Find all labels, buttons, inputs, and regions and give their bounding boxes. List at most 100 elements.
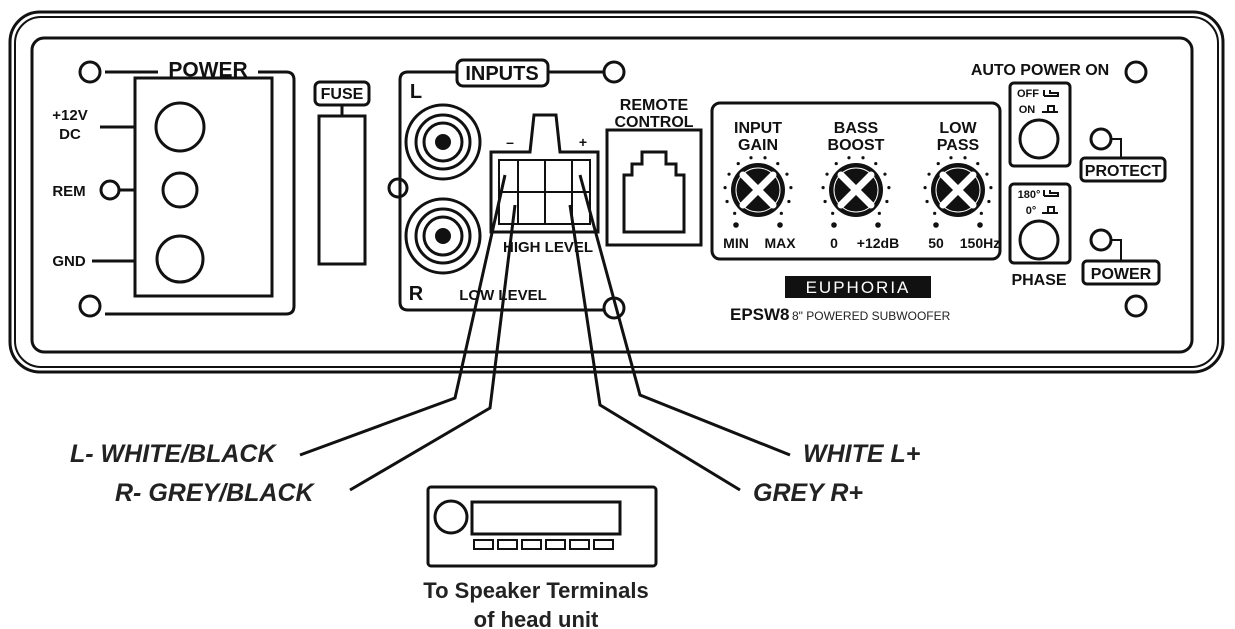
label-minus: – — [506, 134, 514, 150]
mounting-screw-icon — [602, 60, 626, 84]
knob-tick — [985, 172, 989, 176]
knob-tick — [933, 211, 937, 215]
knob-tick — [923, 186, 927, 190]
wire-label-l-plus: WHITE L+ — [803, 440, 921, 468]
knob-min-label: 50 — [928, 235, 944, 251]
input-screw-icon — [387, 177, 409, 199]
knob-tick — [927, 172, 931, 176]
knob-tick — [763, 156, 767, 160]
caption-line-1: To Speaker Terminals — [423, 578, 648, 603]
knob-tick — [989, 186, 993, 190]
knob-title-line2: BOOST — [828, 137, 885, 154]
remote-label-1: REMOTE — [620, 97, 689, 114]
knob-tick — [925, 199, 929, 204]
wire-label-r-plus: GREY R+ — [753, 479, 863, 507]
protect-label: PROTECT — [1085, 163, 1162, 180]
remote-label-2: CONTROL — [614, 114, 693, 131]
label-right: R — [409, 283, 424, 305]
fuse-icon — [317, 114, 367, 266]
knob-tick — [821, 186, 825, 190]
brand-block: EUPHORIA EPSW8 8" POWERED SUBWOOFER — [730, 276, 951, 324]
mounting-screw-icon — [78, 294, 102, 318]
power-section-title: POWER — [168, 59, 247, 82]
switch-section: AUTO POWER ON OFF ON 180° 0° PHASE PROTE… — [971, 60, 1167, 318]
auto-on-label: ON — [1019, 104, 1036, 116]
knob-title-line2: PASS — [937, 137, 980, 154]
knob-cross — [837, 171, 875, 209]
knob-tick — [874, 161, 878, 166]
label-rem: REM — [52, 183, 85, 200]
wire-label-r-minus: R- GREY/BLACK — [115, 479, 316, 507]
knob-max-label: MAX — [764, 235, 796, 251]
auto-off-label: OFF — [1017, 88, 1039, 100]
switch-0-icon — [1042, 206, 1058, 214]
knob-tick — [723, 186, 727, 190]
head-unit-icon — [426, 485, 658, 568]
inputs-title: INPUTS — [465, 63, 538, 85]
protect-led-icon — [1089, 127, 1113, 151]
label-left: L — [410, 81, 422, 103]
knob-tick — [787, 199, 791, 204]
remote-control-port: REMOTE CONTROL — [605, 97, 703, 247]
rca-right-icon — [404, 197, 482, 275]
knob-title-line1: INPUT — [734, 120, 782, 137]
knob-ring — [935, 167, 981, 213]
rem-led-icon — [99, 179, 121, 201]
knob-tick — [776, 161, 780, 166]
high-level-wires — [299, 174, 791, 492]
phase-180-label: 180° — [1018, 189, 1041, 201]
knob-min-dot — [933, 222, 939, 228]
knob-min-dot — [733, 222, 739, 228]
power-led-icon — [1089, 228, 1113, 252]
knob-tick — [831, 211, 835, 215]
knob-tick — [936, 161, 940, 166]
knob-tick — [877, 211, 881, 215]
knob-tick — [749, 156, 753, 160]
terminal-12v-icon — [154, 101, 206, 153]
knob-tick — [963, 156, 967, 160]
label-plus: + — [579, 134, 587, 150]
model-description: 8" POWERED SUBWOOFER — [792, 309, 951, 323]
label-12v: +12V — [52, 107, 87, 124]
knob-max-dot — [875, 222, 881, 228]
fuse-label: FUSE — [321, 86, 364, 103]
wire-r-plus — [568, 204, 741, 492]
power-led-label: POWER — [1091, 266, 1152, 283]
knob-tick — [949, 156, 953, 160]
fuse-holder: FUSE — [313, 80, 371, 266]
auto-power-on-label: AUTO POWER ON — [971, 62, 1109, 79]
knob-tick — [885, 199, 889, 204]
high-level-connector-icon — [489, 113, 600, 234]
switch-on-icon — [1042, 105, 1058, 113]
knob-tick — [976, 161, 980, 166]
knob-max-dot — [777, 222, 783, 228]
wire-l-minus — [299, 174, 507, 457]
knob-cross — [939, 171, 977, 209]
knob-min-label: MIN — [723, 235, 749, 251]
label-dc: DC — [59, 126, 81, 143]
mounting-screw-icon — [1124, 294, 1148, 318]
wire-l-plus — [578, 174, 791, 457]
terminal-rem-icon — [161, 171, 199, 209]
knob-max-label: +12dB — [857, 235, 899, 251]
knob-tick — [823, 199, 827, 204]
knob-title-line1: BASS — [834, 120, 879, 137]
model-name: EPSW8 — [730, 305, 790, 324]
control-knobs-panel — [710, 101, 1002, 261]
wire-label-l-minus: L- WHITE/BLACK — [70, 440, 277, 468]
auto-power-switch[interactable] — [1018, 118, 1060, 160]
knob-tick — [725, 199, 729, 204]
knob-tick — [736, 161, 740, 166]
phase-switch[interactable] — [1018, 219, 1060, 261]
knob-tick — [979, 211, 983, 215]
phase-0-label: 0° — [1026, 205, 1037, 217]
high-level-label: HIGH LEVEL — [503, 239, 593, 256]
switch-180-icon — [1043, 190, 1059, 197]
knob-tick — [834, 161, 838, 166]
phase-label: PHASE — [1011, 272, 1066, 289]
caption-line-2: of head unit — [474, 607, 599, 629]
knob-cross — [739, 171, 777, 209]
knob-tick — [887, 186, 891, 190]
